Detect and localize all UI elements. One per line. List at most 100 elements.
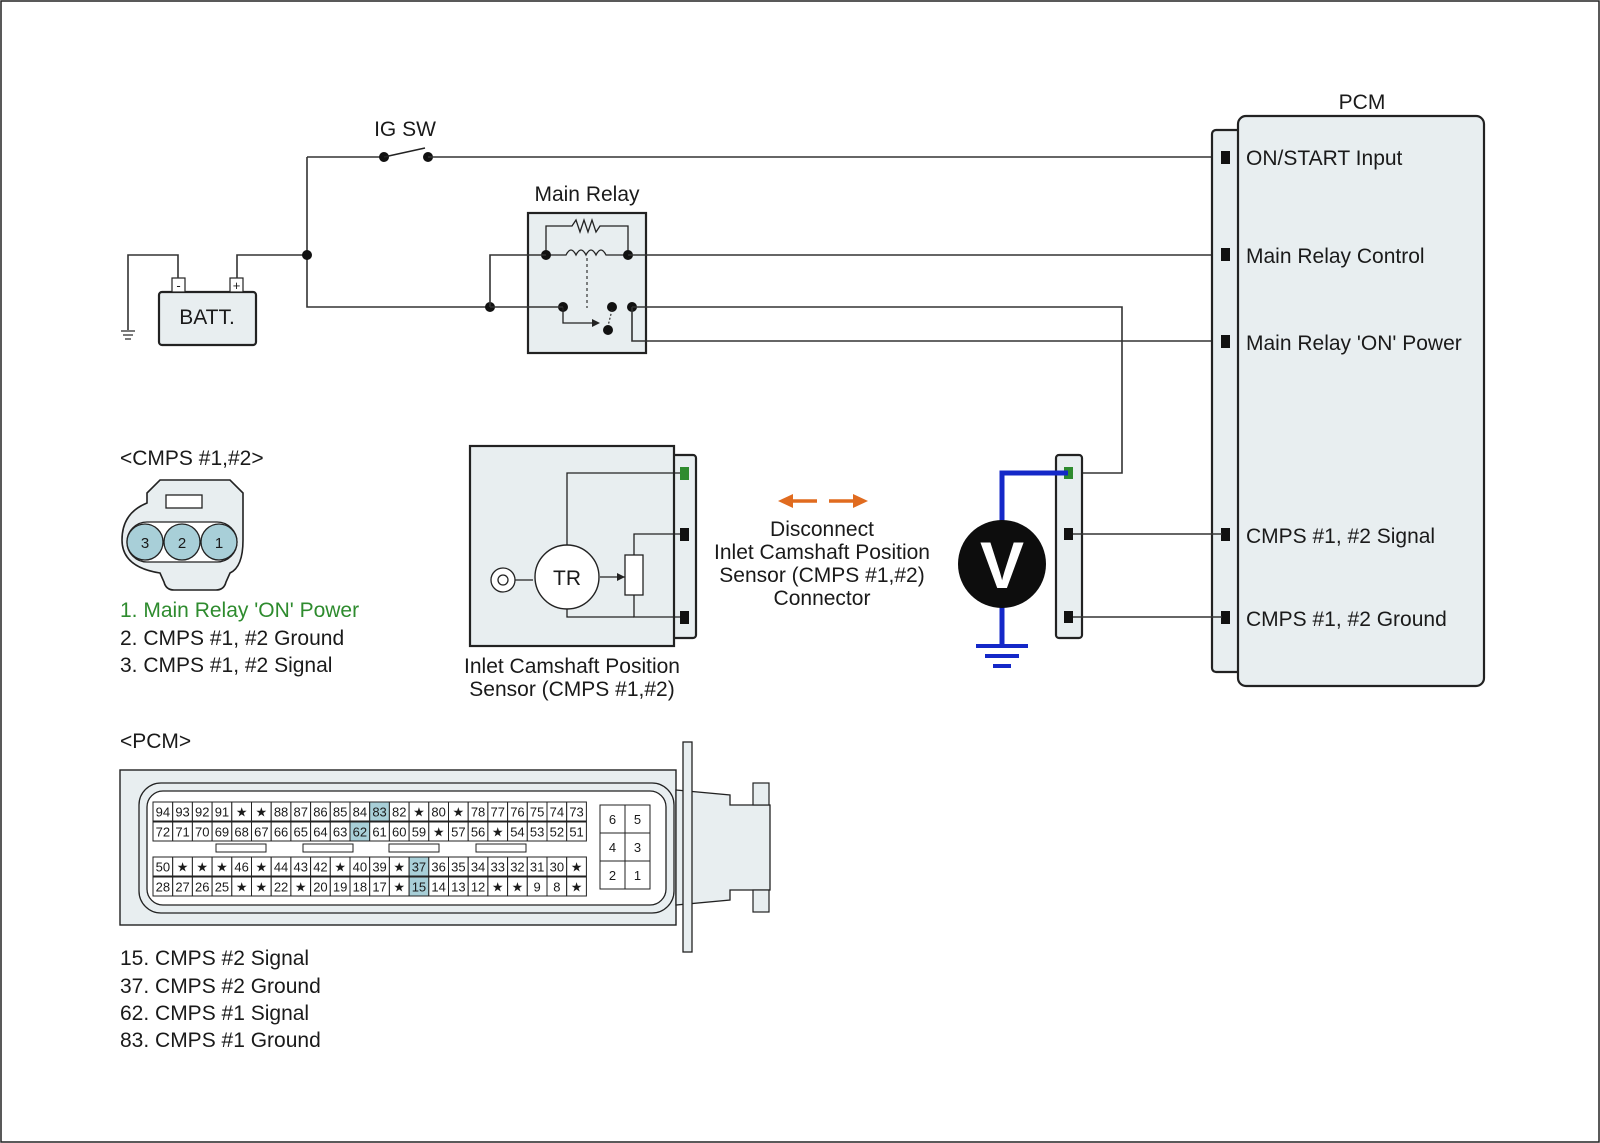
pcm-pin-label: 52 xyxy=(550,825,564,840)
pcm-pin-label: 59 xyxy=(412,825,426,840)
pcm-side-pin-label: 6 xyxy=(609,812,616,827)
pcm-pin-9: 9 xyxy=(526,876,548,897)
main-relay: Main Relay xyxy=(526,183,648,355)
pcm-pin-label: ★ xyxy=(177,860,189,875)
pcm-pin-label: ★ xyxy=(196,860,208,875)
pcm-side-pin-label: 4 xyxy=(609,840,616,855)
cmps-connector-face: 3 2 1 xyxy=(121,479,244,591)
pcm-side-pin-4: 4 xyxy=(599,832,626,862)
pcm-pin-13: 13 xyxy=(448,876,469,897)
pcm-pin-unused: ★ xyxy=(251,856,272,877)
pcm-pin-label: 86 xyxy=(313,805,327,820)
pcm-pin-unused: ★ xyxy=(231,801,253,822)
harness-connector xyxy=(1054,453,1084,640)
pcm-pin-label: 14 xyxy=(431,880,445,895)
pcm-pin-label: 72 xyxy=(156,825,170,840)
pcm-pin-label: 68 xyxy=(234,825,248,840)
pcm-pin-label: 28 xyxy=(156,880,170,895)
pcm-pin-63: 63 xyxy=(329,821,351,842)
sensor-name-line-1: Inlet Camshaft Position xyxy=(464,655,680,678)
pcm-pin-label: 37 xyxy=(412,860,426,875)
cmps-legend-1: 1. Main Relay 'ON' Power xyxy=(120,599,359,622)
pcm-pin-unused: ★ xyxy=(507,876,528,897)
disconnect-arrows-icon xyxy=(778,494,868,508)
pcm-pin-label: 85 xyxy=(333,805,347,820)
pcm-pin-unused: ★ xyxy=(172,856,193,877)
pcm-pin-86: 86 xyxy=(310,801,331,822)
battery-minus-label: - xyxy=(176,278,180,293)
pcm-pin-84: 84 xyxy=(349,801,371,822)
pcm-pin-label: 18 xyxy=(353,880,367,895)
pcm-pin-label: 76 xyxy=(510,805,524,820)
pcm-pin-label: ★ xyxy=(512,880,524,895)
pcm-pin-8: 8 xyxy=(546,876,568,897)
pcm-pin-85: 85 xyxy=(329,801,351,822)
pcm-pin-61: 61 xyxy=(369,821,390,842)
pcm-pin-label: 22 xyxy=(274,880,288,895)
pcm-pin-77: 77 xyxy=(487,801,509,822)
pcm-pin-87: 87 xyxy=(290,801,312,822)
pcm-pin-label: ★ xyxy=(236,805,248,820)
instruction-line-1: Disconnect xyxy=(770,518,874,541)
pcm-pin-94: 94 xyxy=(152,801,174,822)
sensor-tr-label: TR xyxy=(553,567,581,590)
pcm-pin-label: ★ xyxy=(216,860,228,875)
pcm-terminal-cmps-ground: CMPS #1, #2 Ground xyxy=(1246,608,1447,631)
pcm-pin-88: 88 xyxy=(270,801,292,822)
pcm-pin-label: 64 xyxy=(313,825,327,840)
pcm-pin-68: 68 xyxy=(231,821,253,842)
pcm-pin-37: 37 xyxy=(408,856,430,877)
pcm-pin-label: ★ xyxy=(334,860,346,875)
pcm-pin-46: 46 xyxy=(231,856,253,877)
cmps-pin-1: 1 xyxy=(215,535,223,552)
instruction-line-4: Connector xyxy=(774,587,871,610)
pcm-pin-label: 83 xyxy=(372,805,386,820)
pcm-pin-label: 40 xyxy=(353,860,367,875)
pcm-pin-56: 56 xyxy=(467,821,489,842)
pcm-legend-37: 37. CMPS #2 Ground xyxy=(120,975,321,998)
pcm-pin-unused: ★ xyxy=(428,821,449,842)
pcm-pin-label: 80 xyxy=(431,805,445,820)
pcm-terminal-cmps-signal: CMPS #1, #2 Signal xyxy=(1246,525,1435,548)
pcm-pin-unused: ★ xyxy=(566,876,587,897)
pcm-pin-unused: ★ xyxy=(566,856,587,877)
pcm-pin-label: ★ xyxy=(393,860,405,875)
pcm-pin-label: 36 xyxy=(431,860,445,875)
pcm-pin-unused: ★ xyxy=(487,876,509,897)
pcm-pin-57: 57 xyxy=(448,821,469,842)
pcm-pin-label: 56 xyxy=(471,825,485,840)
pcm-terminal-main-relay-on-power: Main Relay 'ON' Power xyxy=(1246,332,1462,355)
pcm-pin-70: 70 xyxy=(191,821,213,842)
pcm-pin-label: 17 xyxy=(372,880,386,895)
pcm-pin-73: 73 xyxy=(566,801,587,822)
pcm-pin-label: 69 xyxy=(215,825,229,840)
pcm-pin-label: 30 xyxy=(550,860,564,875)
pcm-pin-label: 60 xyxy=(392,825,406,840)
pcm-pin-label: 74 xyxy=(550,805,564,820)
pcm-pin-91: 91 xyxy=(211,801,233,822)
pcm-pin-17: 17 xyxy=(369,876,390,897)
pcm-pin-69: 69 xyxy=(211,821,233,842)
pcm-pin-label: 46 xyxy=(234,860,248,875)
main-relay-label: Main Relay xyxy=(534,183,640,206)
pcm-side-pin-label: 1 xyxy=(634,868,641,883)
pcm-pin-label: 75 xyxy=(530,805,544,820)
pcm-pin-32: 32 xyxy=(507,856,528,877)
pcm-pin-39: 39 xyxy=(369,856,390,877)
pcm-pin-label: 57 xyxy=(451,825,465,840)
pcm-legend-15: 15. CMPS #2 Signal xyxy=(120,947,309,970)
pcm-pin-67: 67 xyxy=(251,821,272,842)
pcm-pin-label: 51 xyxy=(569,825,583,840)
pcm-pin-label: 15 xyxy=(412,880,426,895)
instruction-line-3: Sensor (CMPS #1,#2) xyxy=(719,564,924,587)
pcm-pin-label: ★ xyxy=(571,860,583,875)
pcm-side-pin-label: 2 xyxy=(609,868,616,883)
pcm-pin-label: 78 xyxy=(471,805,485,820)
pcm-side-pin-label: 5 xyxy=(634,812,641,827)
pcm-pin-label: 43 xyxy=(294,860,308,875)
pcm-pin-35: 35 xyxy=(448,856,469,877)
pcm-pin-label: 70 xyxy=(195,825,209,840)
pcm-pin-60: 60 xyxy=(388,821,410,842)
